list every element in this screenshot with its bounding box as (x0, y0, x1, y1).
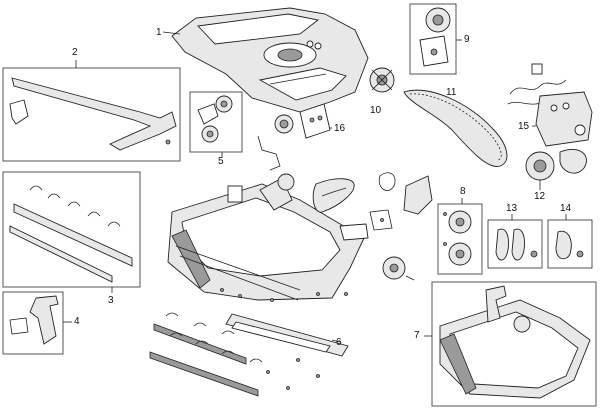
callout-8: 8 (460, 186, 466, 197)
callout-5: 5 (218, 156, 224, 167)
part-3-brush-strip-box (2, 171, 141, 293)
misc-small-parts (257, 135, 433, 281)
callout-10: 10 (370, 105, 382, 116)
callout-9: 9 (464, 34, 470, 45)
callout-4: 4 (74, 316, 80, 327)
callout-2: 2 (72, 47, 78, 58)
main-base-assembly (167, 173, 369, 302)
callout-11: 11 (446, 87, 457, 98)
part-16-pcb-bracket (274, 103, 332, 139)
part-15-motor-housing (507, 63, 593, 147)
callout-15: 15 (518, 121, 530, 132)
part-14-belt-box (547, 214, 593, 269)
part-8-wheels-box (437, 198, 483, 275)
callout-7: 7 (414, 330, 420, 341)
part-6-bottom-plate (149, 312, 349, 397)
part-13-belts-box (487, 214, 543, 269)
callout-6: 6 (336, 337, 342, 348)
part-1-upper-cover (162, 7, 369, 113)
part-4-latch-box (2, 291, 72, 355)
callout-14: 14 (560, 203, 572, 214)
callout-12: 12 (534, 191, 546, 202)
callout-16: 16 (334, 123, 346, 134)
part-11-drive-belt (403, 89, 508, 167)
callout-13: 13 (506, 203, 518, 214)
part-2-bumper-box (2, 60, 181, 162)
part-5-wheel-box (189, 91, 243, 157)
callout-3: 3 (108, 295, 114, 306)
part-7-base-box (424, 281, 597, 407)
part-9-motor-box (409, 3, 462, 75)
part-12-pulley (525, 148, 587, 190)
part-10-pulley (369, 67, 395, 93)
callout-1: 1 (156, 27, 162, 38)
